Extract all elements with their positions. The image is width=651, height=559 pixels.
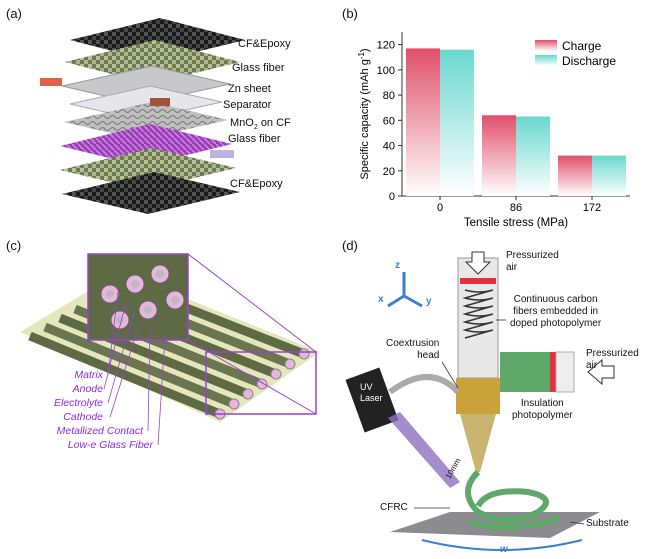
panel-d-label: (d)	[342, 238, 358, 253]
axes-icon	[387, 272, 423, 308]
zoom-fibers	[100, 264, 185, 330]
x-tick-label: 0	[437, 202, 443, 214]
layer-mno2	[64, 102, 228, 140]
panel-a: (a)	[0, 0, 330, 230]
panel-d: (d)	[330, 232, 651, 559]
label-glass-fiber-top: Glass fiber	[232, 62, 285, 74]
label-substrate: Substrate	[586, 518, 629, 529]
y-tick-label: 40	[383, 141, 395, 153]
label-anode: Anode	[72, 383, 103, 395]
purple-tab	[210, 150, 234, 158]
y-tick-label: 20	[383, 166, 395, 178]
y-tick-label: 100	[377, 65, 395, 77]
coextrusion-head	[456, 378, 500, 414]
layer-glass-fiber-top	[65, 40, 240, 84]
bar-discharge	[592, 155, 626, 196]
y-tick-label: 0	[389, 191, 395, 203]
side-piston	[550, 352, 556, 392]
axis-y-label: y	[426, 296, 432, 307]
layer-cf-epoxy-bottom	[62, 172, 240, 214]
label-cfrc: CFRC	[380, 502, 408, 513]
panel-c-label: (c)	[6, 238, 22, 253]
w-arrow	[421, 539, 583, 551]
axis-z-label: z	[395, 260, 400, 271]
laser-cable	[388, 374, 461, 395]
spiral-fiber	[462, 289, 494, 339]
label-electrolyte: Electrolyte	[53, 397, 103, 409]
cfrc-coil	[465, 469, 561, 531]
y-axis-label: Specific capacity (mAh g-1)	[357, 48, 372, 179]
label-cf-epoxy-top: CF&Epoxy	[238, 38, 291, 50]
syringe-piston	[460, 278, 496, 284]
nozzle	[460, 414, 496, 472]
air-arrow-right	[587, 358, 615, 386]
label-separator: Separator	[223, 99, 272, 111]
label-w: w	[500, 544, 508, 555]
y-tick-label: 80	[383, 90, 395, 102]
battery-stack-illustration	[40, 18, 245, 214]
bar-charge	[482, 115, 516, 196]
bar-discharge	[516, 116, 550, 196]
zn-tab	[40, 78, 62, 86]
label-low-e-glass-fiber: Low-e Glass Fiber	[67, 439, 153, 451]
air-arrow-top	[464, 251, 492, 275]
leader-lines	[103, 291, 166, 446]
label-cf-epoxy-bottom: CF&Epoxy	[230, 178, 283, 190]
panel-c: (c)	[0, 232, 330, 559]
label-zn-sheet: Zn sheet	[228, 83, 271, 95]
bar-charge	[406, 48, 440, 197]
x-tick-label: 86	[510, 202, 522, 214]
panel-a-label: (a)	[6, 6, 22, 21]
bar-discharge	[440, 49, 474, 197]
uv-beam	[388, 412, 460, 488]
panel-b-label: (b)	[342, 6, 358, 21]
x-tick-label: 172	[583, 202, 601, 214]
label-cathode: Cathode	[63, 411, 103, 423]
label-metallized-contact: Metallized Contact	[56, 425, 143, 437]
layer-glass-fiber-bottom	[60, 148, 236, 190]
legend-swatch-charge	[535, 40, 557, 51]
label-mno2: MnO2 on CF	[230, 117, 291, 132]
bar-charge	[558, 155, 592, 196]
side-barrel-end	[555, 351, 575, 393]
axis-x-label: x	[378, 294, 384, 305]
y-tick-label: 60	[383, 115, 395, 127]
layer-glass-fiber-purple	[60, 124, 232, 166]
fiber-battery-illustration	[20, 253, 320, 446]
printing-setup-illustration	[345, 251, 615, 551]
fiber-ends	[214, 348, 310, 420]
legend-label-charge: Charge	[562, 39, 602, 53]
uv-laser-body	[345, 367, 399, 433]
x-axis-label: Tensile stress (MPa)	[464, 217, 568, 229]
y-tick-label: 120	[377, 40, 395, 52]
selection-box	[205, 351, 317, 415]
pointer-lines	[414, 319, 585, 525]
legend-label-discharge: Discharge	[562, 54, 616, 68]
legend-swatch-discharge	[535, 55, 557, 66]
label-matrix: Matrix	[74, 369, 103, 381]
label-glass-fiber-purple: Glass fiber	[228, 133, 281, 145]
mno2-tab	[150, 98, 170, 106]
